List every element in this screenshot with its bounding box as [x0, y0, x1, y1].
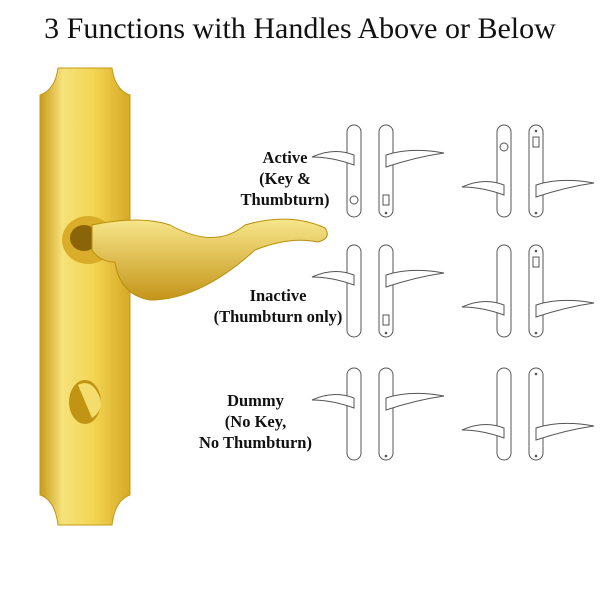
diagram-lever	[311, 394, 355, 409]
function-name: Active	[262, 148, 308, 167]
diagram-lever	[535, 299, 595, 318]
lever	[91, 218, 328, 301]
diagram-lever	[461, 301, 505, 316]
key-cylinder-icon	[349, 195, 359, 205]
diagram-plate	[496, 124, 512, 218]
key-cylinder-icon	[499, 142, 509, 152]
screw-icon	[534, 454, 538, 458]
backplate	[39, 67, 131, 526]
diagram-plate	[346, 244, 362, 338]
diagram-lever	[461, 424, 505, 439]
screw-icon	[534, 331, 538, 335]
diagram-lever	[535, 179, 595, 198]
function-label-active: Active (Key & Thumbturn)	[215, 147, 355, 210]
diagram-plate	[528, 124, 544, 218]
diagram-plate	[346, 367, 362, 461]
diagram-plate	[378, 367, 394, 461]
function-label-dummy: Dummy (No Key, No Thumbturn)	[183, 390, 328, 453]
diagram-lever	[385, 392, 445, 411]
function-name: Inactive	[249, 286, 307, 305]
screw-icon	[384, 211, 388, 215]
screw-icon	[384, 454, 388, 458]
diagram-plate	[496, 244, 512, 338]
diagram-lever	[385, 269, 445, 288]
diagram-plate	[528, 367, 544, 461]
diagram-lever	[311, 271, 355, 286]
diagram-plate	[378, 244, 394, 338]
thumbturn-icon	[532, 136, 540, 148]
function-detail: (Key & Thumbturn)	[240, 169, 330, 209]
thumbturn-icon	[532, 256, 540, 268]
diagram-plate	[528, 244, 544, 338]
screw-icon	[384, 331, 388, 335]
thumbturn-icon	[382, 194, 390, 206]
function-name: Dummy	[227, 391, 284, 410]
diagram-lever	[461, 181, 505, 196]
diagram-plate	[496, 367, 512, 461]
screw-icon	[534, 249, 538, 253]
diagram-lever	[385, 149, 445, 168]
function-detail: (Thumbturn only)	[213, 307, 343, 326]
diagram-plate	[378, 124, 394, 218]
function-label-inactive: Inactive (Thumbturn only)	[208, 285, 348, 327]
function-detail: No Thumbturn)	[199, 433, 312, 452]
diagram-plate	[346, 124, 362, 218]
screw-icon	[534, 211, 538, 215]
screw-icon	[534, 129, 538, 133]
diagram-lever	[535, 422, 595, 441]
thumbturn-icon	[382, 314, 390, 326]
page-title: 3 Functions with Handles Above or Below	[44, 12, 556, 45]
screw-icon	[534, 372, 538, 376]
function-detail: (No Key,	[224, 412, 287, 431]
diagram-lever	[311, 151, 355, 166]
